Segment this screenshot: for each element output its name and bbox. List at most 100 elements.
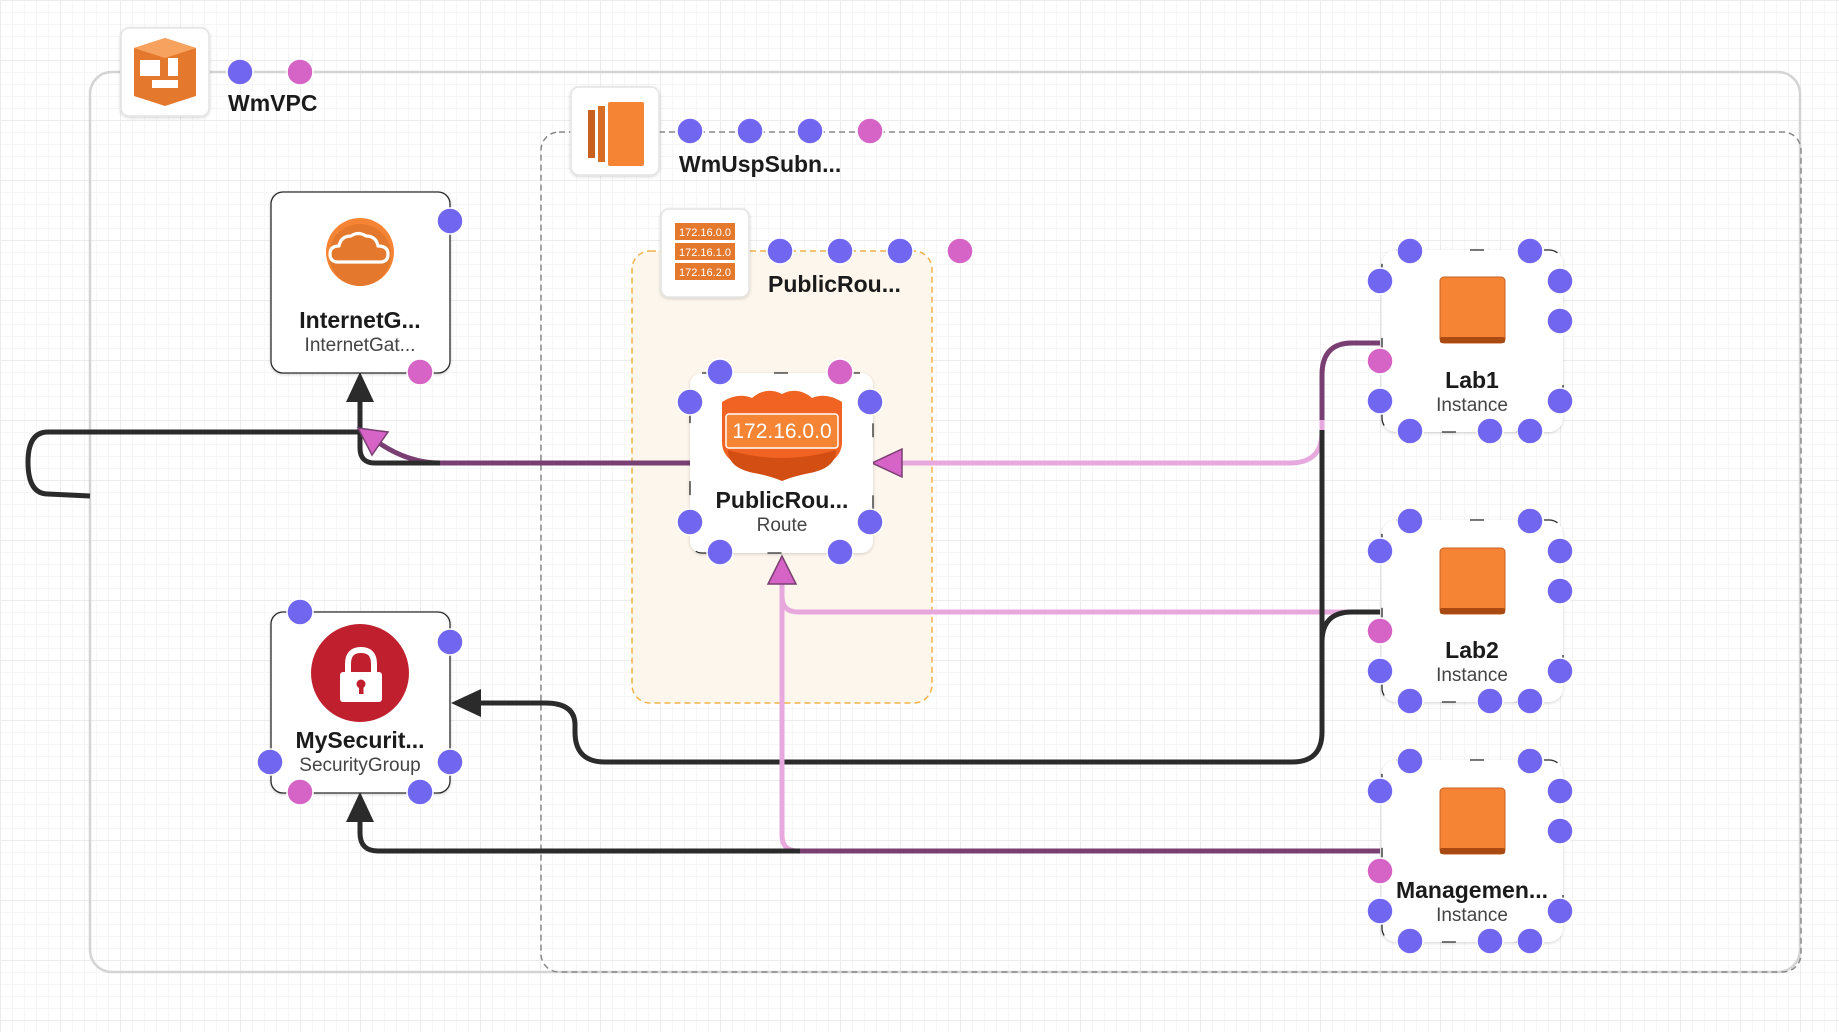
route-table-port[interactable]: [826, 237, 854, 265]
lab2-port[interactable]: [1516, 507, 1544, 535]
lab1-port[interactable]: [1396, 237, 1424, 265]
lab2-port[interactable]: [1546, 577, 1574, 605]
mgmt-port[interactable]: [1366, 897, 1394, 925]
route-table-label: PublicRou...: [768, 271, 901, 297]
lab2-port[interactable]: [1516, 687, 1544, 715]
internet-gateway-node[interactable]: [270, 191, 451, 374]
ports[interactable]: [226, 58, 1574, 955]
edge-lab1-route-dark[interactable]: [1319, 340, 1380, 420]
mgmt-port[interactable]: [1516, 927, 1544, 955]
route-table-port[interactable]: [766, 237, 794, 265]
lab2-port[interactable]: [1476, 687, 1504, 715]
cloud-icon: [326, 218, 394, 286]
route-badge-text: 172.16.0.0: [732, 420, 831, 443]
route-port[interactable]: [676, 508, 704, 536]
arrow-into-sg-right: [451, 689, 481, 717]
arrow-into-route-bottom: [766, 554, 798, 585]
lab2-node[interactable]: [1381, 519, 1564, 703]
route-table-port-pink[interactable]: [946, 237, 974, 265]
mgmt-port[interactable]: [1546, 777, 1574, 805]
route-table-entry-1: 172.16.0.0: [679, 227, 731, 239]
security-group-node[interactable]: [270, 611, 451, 794]
sg-port-pink[interactable]: [286, 778, 314, 806]
route-port[interactable]: [706, 538, 734, 566]
route-table-entry-2: 172.16.1.0: [679, 247, 731, 259]
edge-mgmt-sg[interactable]: [357, 808, 800, 854]
lab2-port-pink[interactable]: [1366, 617, 1394, 645]
sg-port[interactable]: [286, 598, 314, 626]
lab2-port[interactable]: [1396, 687, 1424, 715]
route-port[interactable]: [676, 388, 704, 416]
mgmt-port[interactable]: [1546, 897, 1574, 925]
lab1-port[interactable]: [1516, 237, 1544, 265]
edge-lab1-route[interactable]: [902, 340, 1380, 466]
lab1-subtitle: Instance: [1436, 395, 1508, 416]
subnet-port[interactable]: [796, 117, 824, 145]
lab2-port[interactable]: [1546, 537, 1574, 565]
sg-port[interactable]: [436, 628, 464, 656]
route-port[interactable]: [706, 358, 734, 386]
edge-lab2-sg[interactable]: [1319, 609, 1380, 680]
route-title: PublicRou...: [715, 487, 849, 513]
lab1-port[interactable]: [1546, 267, 1574, 295]
mgmt-port[interactable]: [1396, 747, 1424, 775]
vpc-port-pink[interactable]: [286, 58, 314, 86]
vpc-icon: [120, 27, 210, 117]
lab2-subtitle: Instance: [1436, 665, 1508, 686]
subnet-port[interactable]: [676, 117, 704, 145]
route-shield-icon: 172.16.0.0: [722, 390, 842, 481]
edge-igw-vpc[interactable]: [25, 418, 363, 499]
management-node[interactable]: [1381, 759, 1564, 943]
route-node[interactable]: 172.16.0.0: [689, 372, 874, 554]
igw-port-pink[interactable]: [406, 358, 434, 386]
lab1-node[interactable]: [1381, 249, 1564, 433]
lab1-port[interactable]: [1546, 387, 1574, 415]
subnet-port-pink[interactable]: [856, 117, 884, 145]
route-port[interactable]: [826, 538, 854, 566]
security-group-title: MySecurit...: [295, 727, 425, 753]
edge-lab1-sg[interactable]: [475, 430, 1325, 765]
internet-gateway-subtitle: InternetGat...: [304, 335, 416, 356]
lock-icon: [311, 624, 409, 722]
lab1-title: Lab1: [1445, 367, 1499, 393]
subnet-container[interactable]: [540, 131, 1802, 973]
mgmt-port[interactable]: [1396, 927, 1424, 955]
mgmt-port[interactable]: [1546, 817, 1574, 845]
lab1-port[interactable]: [1476, 417, 1504, 445]
arrow-route-to-igw: [356, 427, 390, 457]
route-port[interactable]: [856, 388, 884, 416]
lab1-port-pink[interactable]: [1366, 347, 1394, 375]
lab1-port[interactable]: [1546, 307, 1574, 335]
lab1-port[interactable]: [1516, 417, 1544, 445]
security-group-subtitle: SecurityGroup: [299, 755, 421, 776]
mgmt-port[interactable]: [1516, 747, 1544, 775]
lab1-port[interactable]: [1366, 267, 1394, 295]
sg-port[interactable]: [256, 748, 284, 776]
lab2-port[interactable]: [1396, 507, 1424, 535]
lab2-port[interactable]: [1546, 657, 1574, 685]
subnet-icon: [570, 86, 660, 176]
arrow-igw-up: [346, 372, 374, 402]
route-table-icon: 172.16.0.0 172.16.1.0 172.16.2.0: [660, 208, 750, 298]
route-port-pink[interactable]: [826, 358, 854, 386]
sg-port[interactable]: [436, 748, 464, 776]
management-subtitle: Instance: [1436, 905, 1508, 926]
instance-icon: [1439, 547, 1506, 615]
edge-route-igw-dark[interactable]: [357, 388, 440, 466]
lab1-port[interactable]: [1366, 387, 1394, 415]
route-subtitle: Route: [756, 515, 808, 536]
route-port[interactable]: [856, 508, 884, 536]
sg-port[interactable]: [406, 778, 434, 806]
vpc-label: WmVPC: [228, 90, 318, 116]
lab2-port[interactable]: [1366, 537, 1394, 565]
mgmt-port-pink[interactable]: [1366, 857, 1394, 885]
subnet-port[interactable]: [736, 117, 764, 145]
igw-port[interactable]: [436, 207, 464, 235]
vpc-port-blue[interactable]: [226, 58, 254, 86]
mgmt-port[interactable]: [1366, 777, 1394, 805]
lab2-port[interactable]: [1366, 657, 1394, 685]
lab1-port[interactable]: [1396, 417, 1424, 445]
mgmt-port[interactable]: [1476, 927, 1504, 955]
route-table-port[interactable]: [886, 237, 914, 265]
